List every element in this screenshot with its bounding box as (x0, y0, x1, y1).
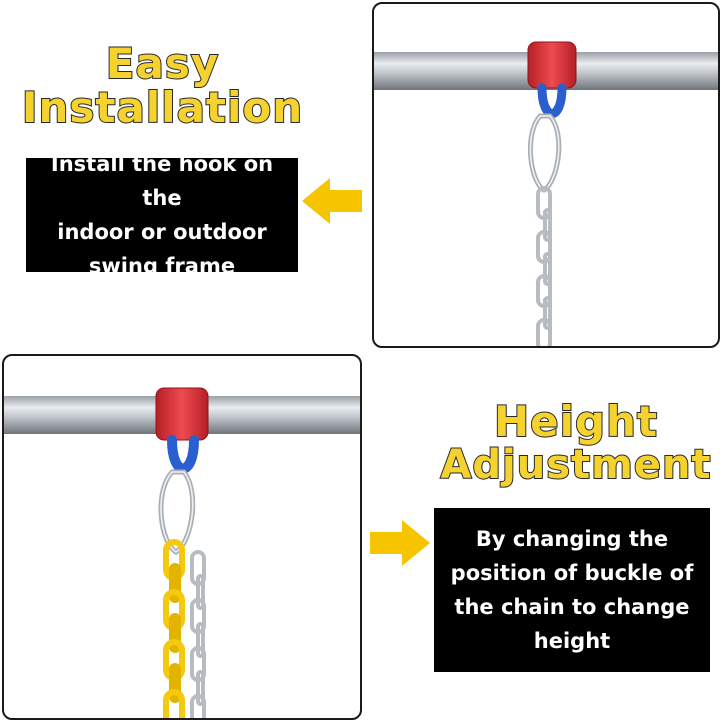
yellow-chain (163, 539, 185, 718)
adjustment-caption-line3: the chain to change (454, 595, 690, 619)
adjustment-caption-line1: By changing the (475, 527, 669, 551)
adjustment-caption: By changing the position of buckle of th… (434, 508, 710, 672)
adjustment-image-panel (2, 354, 362, 720)
metal-chain (190, 550, 206, 718)
installation-illustration (374, 41, 718, 346)
adjustment-caption-line4: height (533, 629, 611, 653)
arrow-left-icon (302, 178, 362, 224)
arrow-right-icon (370, 520, 430, 566)
adjustment-caption-line2: position of buckle of (450, 561, 694, 585)
adjustment-title-line2: Adjustment (439, 442, 712, 489)
installation-caption: Install the hook on the indoor or outdoo… (26, 152, 298, 278)
installation-caption-line2: indoor or outdoor (57, 220, 267, 244)
installation-title-line2: Installation (21, 83, 304, 133)
adjustment-illustration (4, 387, 360, 718)
hook-clamp-icon (155, 387, 209, 474)
adjustment-title-line1: Height (493, 397, 659, 446)
installation-caption-line3: swing frame (88, 254, 236, 278)
metal-chain (536, 186, 552, 346)
hook-clamp-icon (527, 41, 577, 118)
installation-title: Easy Installation (20, 39, 305, 133)
installation-image-panel (372, 2, 720, 348)
installation-title-line1: Easy (105, 39, 220, 88)
carabiner-icon (158, 469, 196, 555)
installation-caption-line1: Install the hook on the (50, 152, 274, 210)
carabiner-icon (527, 113, 562, 193)
adjustment-title: Height Adjustment (432, 397, 720, 489)
